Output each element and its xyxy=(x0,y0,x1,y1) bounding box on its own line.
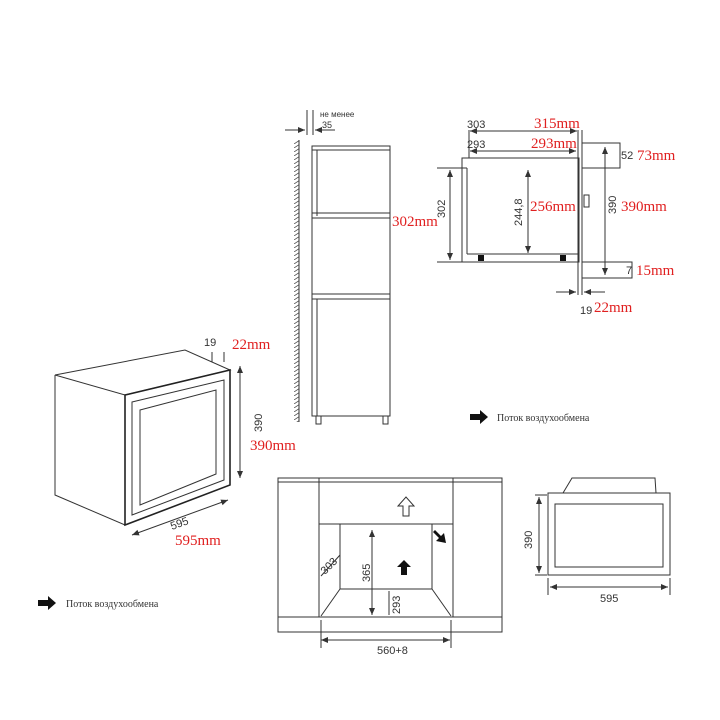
dim-365: 365 xyxy=(361,564,373,582)
dim-560-8: 560+8 xyxy=(377,645,408,657)
dim-302mm: 302mm xyxy=(392,214,438,230)
min-value: 35 xyxy=(322,120,332,130)
dim-595mm: 595mm xyxy=(175,533,221,549)
airflow-arrow-icon xyxy=(38,596,56,610)
legend-airflow: Поток воздухообмена xyxy=(38,596,159,610)
dim-19: 19 xyxy=(204,337,216,349)
dim-22mm: 22mm xyxy=(232,337,271,353)
dim-19-side: 19 xyxy=(580,305,592,317)
dim-73mm: 73mm xyxy=(637,148,676,164)
dim-315mm: 315mm xyxy=(534,116,580,132)
legend-airflow-2: Поток воздухообмена xyxy=(470,410,590,424)
dim-390mm-side: 390mm xyxy=(621,199,667,215)
airflow-up-filled-icon xyxy=(397,560,411,575)
dim-595: 595 xyxy=(169,515,190,533)
airflow-arrow-icon xyxy=(470,410,488,424)
dim-256mm: 256mm xyxy=(530,199,576,215)
dim-52: 52 xyxy=(621,150,633,162)
tall-cabinet: не менее 35 302mm xyxy=(285,110,438,425)
front-view: 390 595 xyxy=(523,477,671,605)
dim-302: 302 xyxy=(436,200,448,218)
dim-390-front: 390 xyxy=(523,531,535,549)
dim-293: 293 xyxy=(467,139,485,151)
dim-15mm: 15mm xyxy=(636,263,675,279)
dim-22mm-side: 22mm xyxy=(594,300,633,316)
legend-label: Поток воздухообмена xyxy=(66,599,159,610)
dim-293mm: 293mm xyxy=(531,136,577,152)
oven-perspective: 19 22mm 390 390mm 595 595mm xyxy=(54,337,296,549)
dim-595-front: 595 xyxy=(600,593,618,605)
dim-390-side: 390 xyxy=(607,196,619,214)
legend-label-2: Поток воздухообмена xyxy=(497,413,590,424)
niche-view: 303 365 293 560+8 xyxy=(277,477,503,657)
dim-390mm: 390mm xyxy=(250,438,296,454)
dim-390: 390 xyxy=(253,414,265,432)
airflow-up-outline-icon xyxy=(396,496,416,517)
min-label: не менее xyxy=(320,110,355,119)
dim-7: 7 xyxy=(626,265,632,277)
dim-244-8: 244,8 xyxy=(513,198,525,226)
airflow-diagonal-icon xyxy=(433,530,446,543)
side-section: 303 315mm 293 293mm 52 73mm 302 244,8 25… xyxy=(436,116,676,317)
dim-303: 303 xyxy=(467,119,485,131)
dim-293-niche: 293 xyxy=(391,596,403,614)
